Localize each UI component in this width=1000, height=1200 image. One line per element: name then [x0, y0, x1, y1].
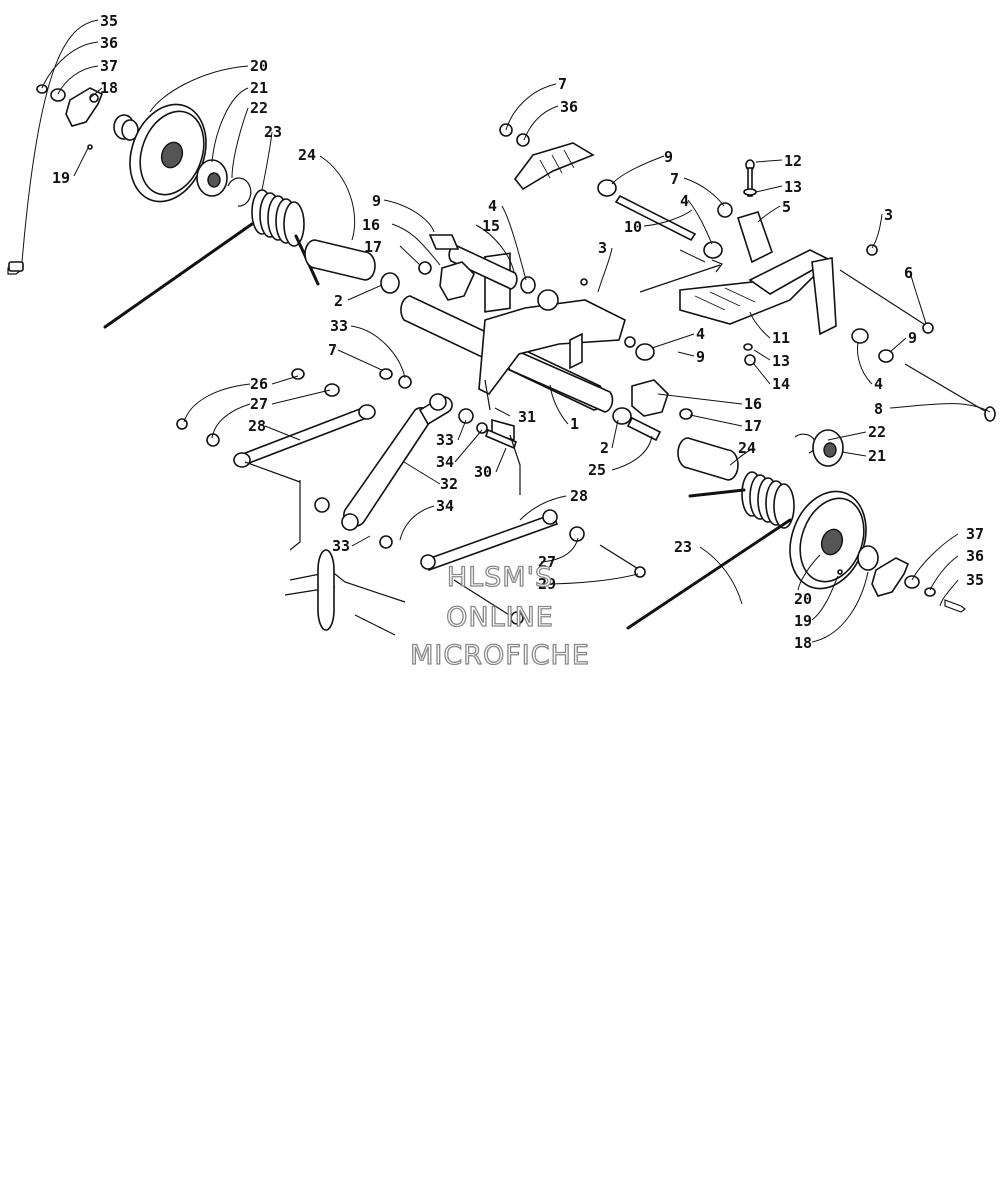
- callout-24-left: 24: [298, 146, 316, 164]
- part-drawings: [7, 84, 996, 636]
- callout-11: 11: [772, 329, 790, 347]
- callout-13-bottom: 13: [772, 352, 790, 370]
- callout-37-left: 37: [100, 57, 118, 75]
- callout-27-right: 27: [538, 553, 556, 571]
- callout-13-top: 13: [784, 178, 802, 196]
- callout-34-lower: 34: [436, 497, 454, 515]
- callout-37-right: 37: [966, 525, 984, 543]
- callout-23-right: 23: [674, 538, 692, 556]
- callout-9-center: 9: [372, 192, 381, 210]
- callout-21-right: 21: [868, 447, 886, 465]
- callout-19-right: 19: [794, 612, 812, 630]
- right-torsion-spring: [688, 471, 795, 529]
- callout-24-right: 24: [738, 439, 756, 457]
- callout-22-left: 22: [250, 99, 268, 117]
- watermark-line-3: MICROFICHE: [410, 640, 590, 671]
- right-wheel-assembly: [626, 429, 966, 630]
- callout-25: 25: [588, 461, 606, 479]
- watermark-line-1: HLSM'S: [447, 562, 553, 593]
- callout-22-right: 22: [868, 423, 886, 441]
- shock-and-links: [176, 368, 646, 636]
- callout-16-left: 16: [362, 216, 380, 234]
- left-torsion-spring: [251, 189, 320, 286]
- callout-9-mid-right: 9: [696, 348, 705, 366]
- callout-17-right: 17: [744, 417, 762, 435]
- center-shafts-frame: [400, 234, 739, 481]
- callout-4-mid-right: 4: [696, 325, 705, 343]
- callout-18-left: 18: [100, 79, 118, 97]
- callout-28-left: 28: [248, 417, 266, 435]
- callout-5: 5: [782, 198, 791, 216]
- callout-35-right: 35: [966, 571, 984, 589]
- callout-16-right: 16: [744, 395, 762, 413]
- callout-17-left: 17: [364, 238, 382, 256]
- callout-20-left: 20: [250, 57, 268, 75]
- callout-7-top: 7: [558, 75, 567, 93]
- callout-1: 1: [570, 415, 579, 433]
- left-wheel-assembly: [7, 84, 400, 329]
- callout-7-left: 7: [328, 341, 337, 359]
- callout-32: 32: [440, 475, 458, 493]
- callout-35-left: 35: [100, 12, 118, 30]
- callout-12: 12: [784, 152, 802, 170]
- callout-33-lower: 33: [332, 537, 350, 555]
- leader-lines: [21, 19, 991, 643]
- callout-28-right: 28: [570, 487, 588, 505]
- callout-23-left: 23: [264, 123, 282, 141]
- callout-4-upper-right: 4: [680, 192, 689, 210]
- callout-9-far-right: 9: [908, 329, 917, 347]
- callout-29: 29: [538, 575, 556, 593]
- callout-8: 8: [874, 400, 883, 418]
- callout-7-upper-right: 7: [670, 170, 679, 188]
- callout-20-right: 20: [794, 590, 812, 608]
- callout-34-mid: 34: [436, 453, 454, 471]
- callout-9-upper-right: 9: [664, 148, 673, 166]
- upper-right-arm: [499, 123, 996, 422]
- callout-18-right: 18: [794, 634, 812, 652]
- callout-31: 31: [518, 408, 536, 426]
- callout-2-left: 2: [334, 292, 343, 310]
- callout-14: 14: [772, 375, 790, 393]
- callout-36-right: 36: [966, 547, 984, 565]
- callout-19-left: 19: [52, 169, 70, 187]
- callout-36-left: 36: [100, 34, 118, 52]
- watermark: HLSM'S ONLINE MICROFICHE: [409, 561, 590, 671]
- watermark-line-2: ONLINE: [446, 602, 554, 633]
- callout-4-center: 4: [488, 197, 497, 215]
- callout-6: 6: [904, 264, 913, 282]
- callout-4-far-right: 4: [874, 375, 883, 393]
- callout-33-upper: 33: [330, 317, 348, 335]
- callout-3-center: 3: [598, 239, 607, 257]
- callout-3-right: 3: [884, 206, 893, 224]
- callout-numbers: 35 36 37 18 19 20 21 22 23 24 2 9 16 17 …: [52, 12, 984, 652]
- callout-36-top: 36: [560, 98, 578, 116]
- callout-2-right: 2: [600, 439, 609, 457]
- callout-33-mid: 33: [436, 431, 454, 449]
- callout-27-left: 27: [250, 395, 268, 413]
- callout-26: 26: [250, 375, 268, 393]
- callout-30: 30: [474, 463, 492, 481]
- callout-15: 15: [482, 217, 500, 235]
- callout-21-left: 21: [250, 79, 268, 97]
- callout-10: 10: [624, 218, 642, 236]
